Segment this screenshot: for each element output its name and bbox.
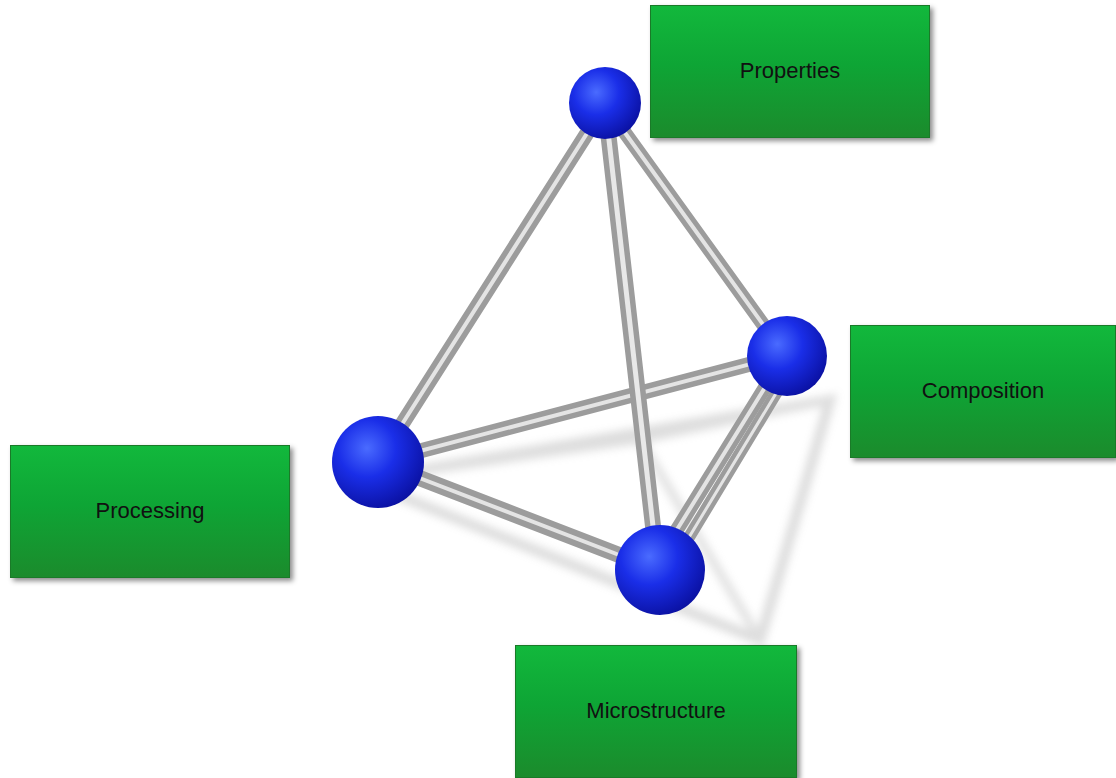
floor-shadow <box>360 400 830 640</box>
label-box: Properties <box>650 5 930 138</box>
rod <box>605 105 658 570</box>
label-text: Properties <box>740 58 840 84</box>
label-box: Microstructure <box>515 645 797 778</box>
label-box: Processing <box>10 445 290 578</box>
tetrahedron-rods <box>378 105 795 572</box>
vertex-sphere <box>569 67 641 139</box>
rod-highlight <box>378 105 605 462</box>
label-text: Processing <box>96 498 205 524</box>
vertex-sphere <box>332 416 424 508</box>
label-box: Composition <box>850 325 1116 458</box>
rod <box>378 105 605 462</box>
tetrahedron-vertices <box>332 67 827 615</box>
vertex-sphere <box>615 525 705 615</box>
label-text: Composition <box>922 378 1044 404</box>
vertex-sphere <box>747 316 827 396</box>
rod-highlight <box>605 105 658 570</box>
label-text: Microstructure <box>586 698 725 724</box>
